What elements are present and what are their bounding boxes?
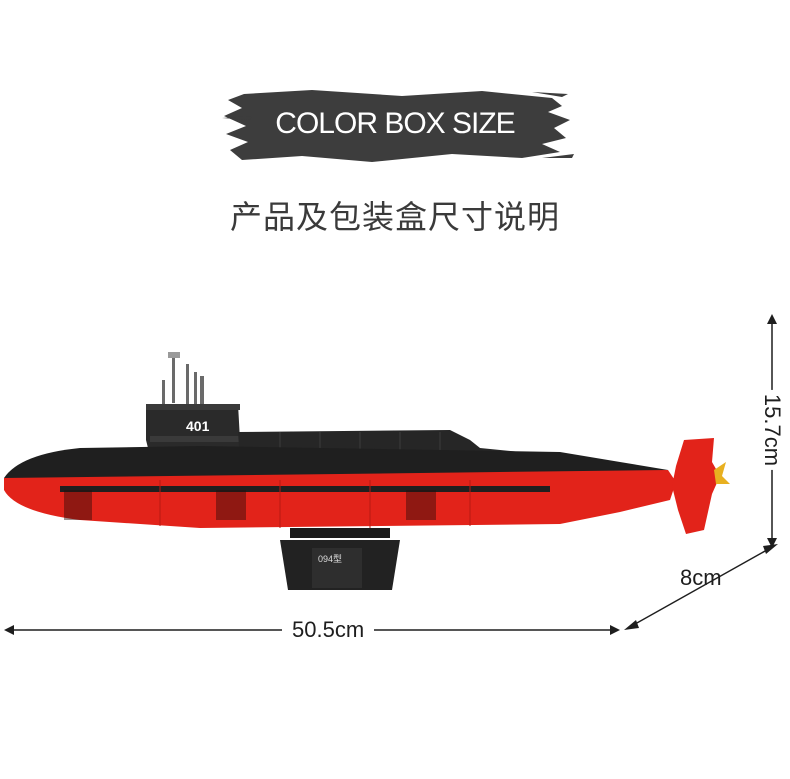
display-stand: 094型 [280, 528, 400, 590]
rudder-tail [672, 438, 720, 534]
arrow-head-right [610, 625, 620, 635]
submarine-sail [146, 404, 244, 456]
page-title-english: COLOR BOX SIZE [275, 107, 515, 140]
propeller [714, 462, 730, 484]
arrow-head-left [4, 625, 14, 635]
stand-plate-text: 094型 [318, 554, 342, 564]
length-label: 50.5cm [282, 617, 375, 643]
hull-number: 401 [186, 418, 210, 434]
depth-label: 8cm [680, 565, 722, 590]
height-label: 15.7cm [759, 389, 785, 471]
periscope-masts [162, 352, 204, 404]
brush-stroke-banner [222, 90, 574, 162]
submarine-model-image: 401 094型 [4, 352, 730, 590]
page-title-chinese: 产品及包装盒尺寸说明 [229, 199, 560, 235]
depth-arrow [627, 545, 775, 629]
hull-lower [4, 470, 676, 528]
